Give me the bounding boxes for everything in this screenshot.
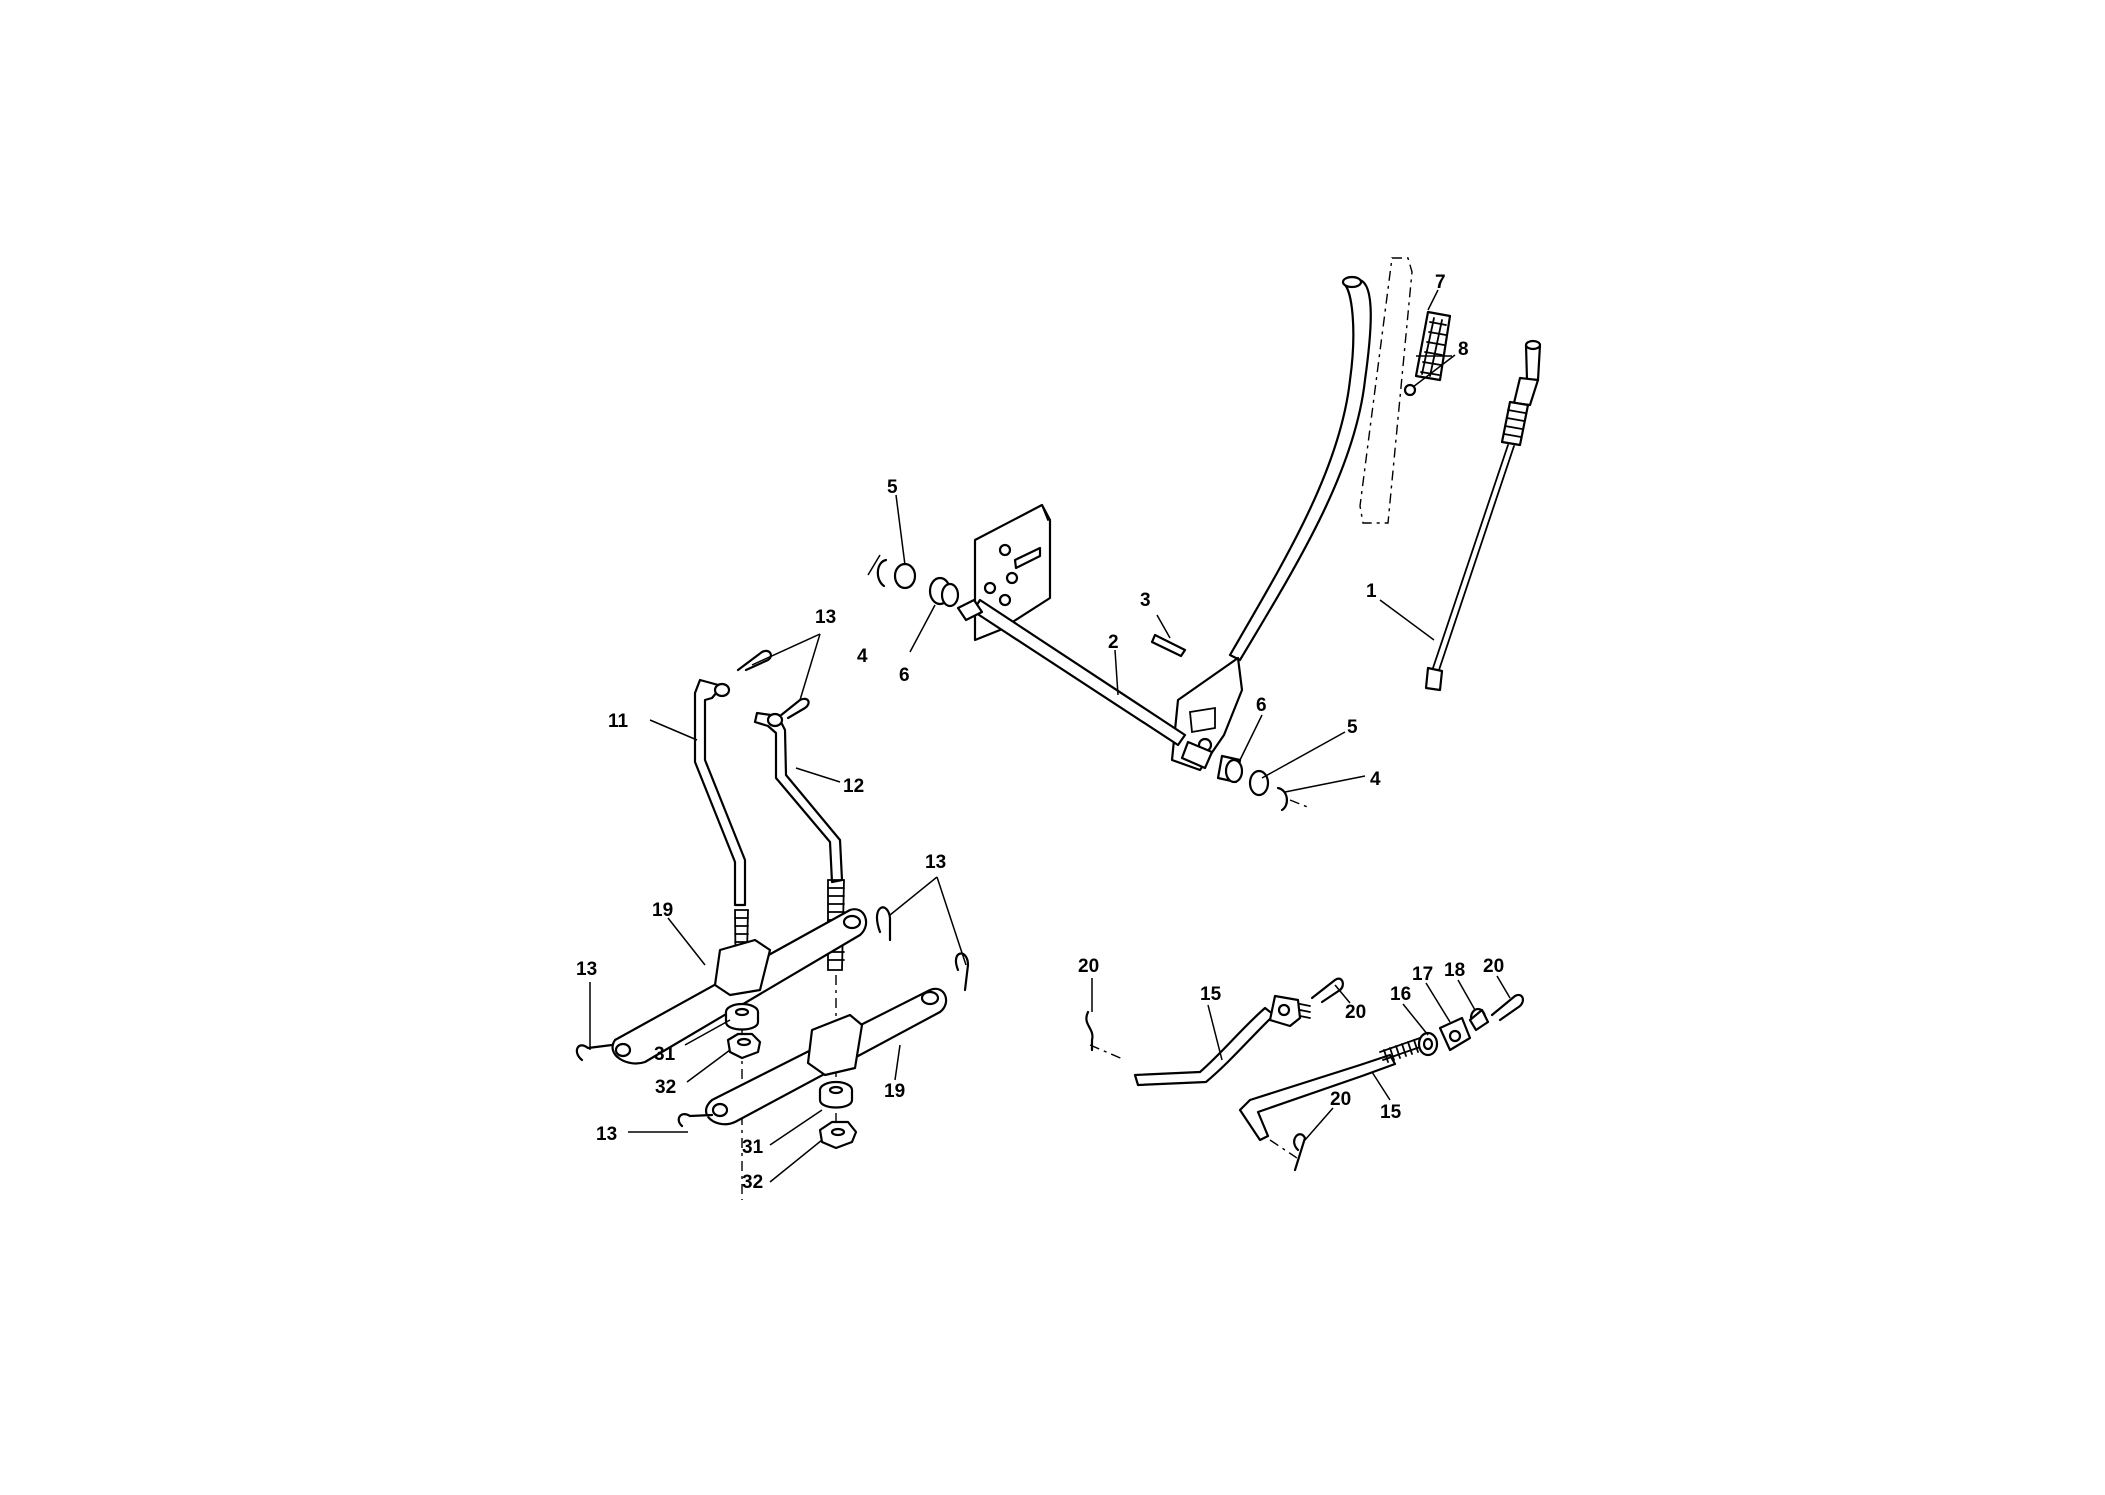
ferrule-18 bbox=[1468, 1007, 1490, 1032]
spacer-31-upper bbox=[724, 1002, 760, 1031]
callout-18: 18 bbox=[1444, 960, 1465, 981]
callout-17: 17 bbox=[1412, 964, 1433, 985]
hairpin-20-top bbox=[1310, 977, 1344, 1004]
callout-6b: 6 bbox=[1256, 695, 1267, 716]
callout-16: 16 bbox=[1390, 984, 1411, 1005]
callout-4a: 4 bbox=[857, 646, 868, 667]
callout-20a: 20 bbox=[1078, 956, 1099, 977]
callout-5a: 5 bbox=[887, 477, 898, 498]
callout-19a: 19 bbox=[652, 900, 673, 921]
callouts: 1 2 3 4 4 5 5 6 6 7 8 11 12 13 13 13 13 … bbox=[576, 272, 1504, 1193]
callout-11: 11 bbox=[608, 711, 629, 732]
hairpin-cotter-bottom bbox=[677, 1113, 714, 1128]
trunnion-17 bbox=[1438, 1016, 1472, 1052]
hairpin-20-bottom bbox=[1293, 1133, 1307, 1172]
callout-8: 8 bbox=[1458, 339, 1469, 360]
callout-20b: 20 bbox=[1345, 1002, 1366, 1023]
callout-32a: 32 bbox=[655, 1077, 676, 1098]
callout-20d: 20 bbox=[1330, 1089, 1351, 1110]
link-rod-upper bbox=[1133, 994, 1311, 1087]
washer-right bbox=[1248, 769, 1270, 797]
hairpin-cotter-mid bbox=[875, 906, 892, 942]
nut-32-upper bbox=[726, 1032, 762, 1060]
grip bbox=[1414, 310, 1452, 382]
e-clip-right bbox=[1276, 786, 1288, 812]
cross-shaft bbox=[956, 598, 1214, 770]
lift-arm-lower bbox=[704, 987, 948, 1126]
hairpin-cotter-arm-right bbox=[955, 952, 970, 992]
callout-13d: 13 bbox=[596, 1124, 617, 1145]
callout-15b: 15 bbox=[1380, 1102, 1402, 1123]
callout-4b: 4 bbox=[1370, 769, 1381, 790]
callout-15a: 15 bbox=[1200, 984, 1222, 1005]
callout-7: 7 bbox=[1435, 272, 1446, 293]
callout-19b: 19 bbox=[884, 1081, 905, 1102]
callout-3: 3 bbox=[1140, 590, 1151, 611]
bushing-left bbox=[928, 576, 960, 608]
callout-31a: 31 bbox=[654, 1044, 676, 1065]
hairpin-cotter-upper-left bbox=[736, 649, 772, 672]
leader-lines bbox=[589, 289, 1511, 1183]
lift-lever bbox=[1170, 275, 1372, 772]
mounting-bracket bbox=[973, 503, 1052, 642]
nut-32-lower bbox=[818, 1120, 858, 1150]
callout-2: 2 bbox=[1108, 632, 1119, 653]
bushing-right bbox=[1216, 754, 1244, 784]
lift-arm-upper bbox=[611, 908, 868, 1065]
callout-20c: 20 bbox=[1483, 956, 1504, 977]
grip-phantom-outline bbox=[1359, 257, 1413, 524]
spacer-31-lower bbox=[818, 1080, 854, 1109]
hairpin-cotter-upper-right bbox=[778, 697, 810, 720]
link-rod-lower bbox=[1238, 1037, 1424, 1142]
callout-32b: 32 bbox=[742, 1172, 763, 1193]
washer-left bbox=[893, 562, 917, 590]
knob-ball bbox=[1403, 383, 1417, 397]
hairpin-20-right bbox=[1490, 993, 1524, 1022]
callout-13c: 13 bbox=[576, 959, 597, 980]
hairpin-cotter-arm-left bbox=[575, 1043, 614, 1062]
release-rod bbox=[1424, 339, 1542, 692]
callout-12: 12 bbox=[843, 776, 864, 797]
hairpin-20-left bbox=[1085, 1010, 1094, 1052]
callout-1: 1 bbox=[1366, 581, 1377, 602]
callout-13b: 13 bbox=[925, 852, 946, 873]
key bbox=[1150, 633, 1187, 658]
callout-5b: 5 bbox=[1347, 717, 1358, 738]
callout-6a: 6 bbox=[899, 665, 910, 686]
e-clip-left bbox=[876, 558, 888, 588]
nut-16 bbox=[1417, 1031, 1439, 1057]
callout-31b: 31 bbox=[742, 1137, 764, 1158]
callout-13a: 13 bbox=[815, 607, 836, 628]
